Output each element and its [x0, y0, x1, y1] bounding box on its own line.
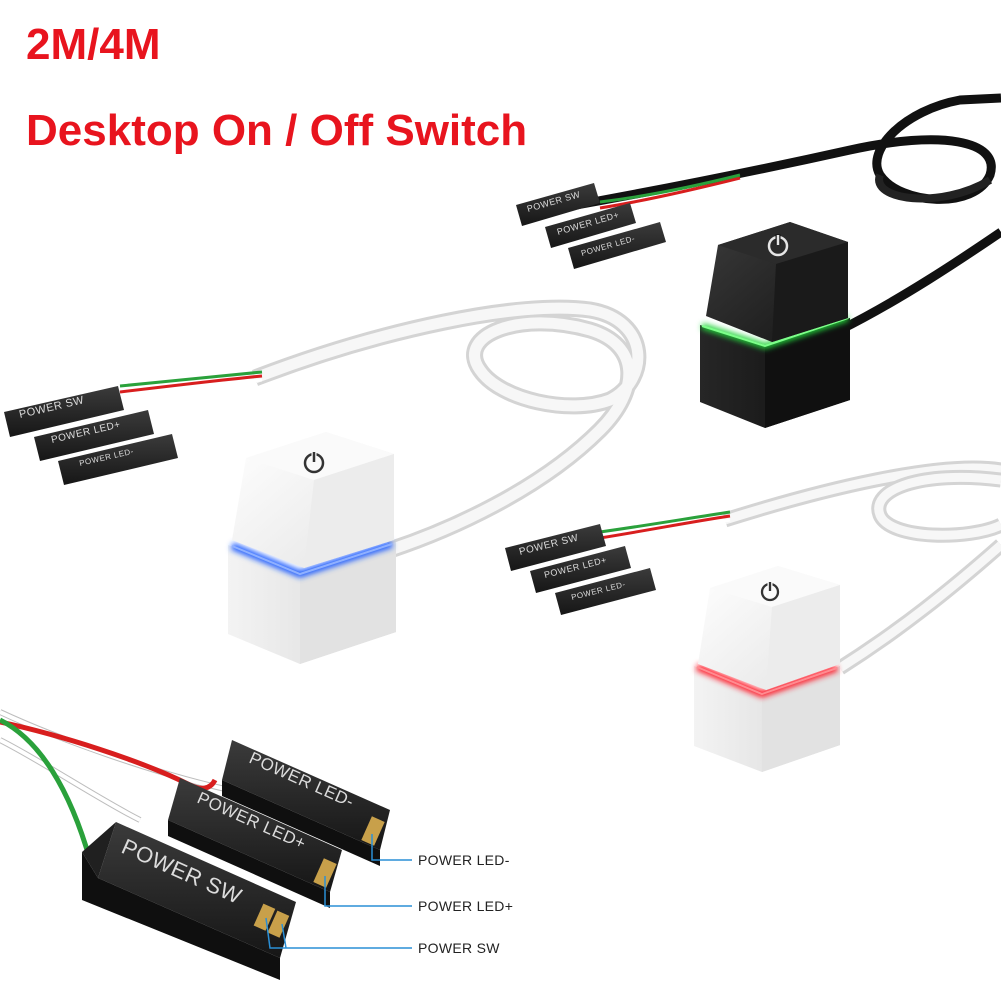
connector-closeup: POWER LED- POWER LED+ POWER SW — [0, 709, 412, 980]
callout-label-led-plus: POWER LED+ — [418, 898, 514, 914]
power-icon — [767, 234, 789, 257]
power-icon — [760, 581, 780, 602]
black-switch-connector-sw: POWER SW — [516, 183, 600, 226]
title-line-2: Desktop On / Off Switch — [26, 106, 528, 155]
red-switch-assembly: POWER SW POWER LED+ POWER LED- — [505, 460, 1001, 772]
power-icon — [303, 451, 325, 474]
callout-label-sw: POWER SW — [418, 940, 500, 956]
callout-label-led-minus: POWER LED- — [418, 852, 510, 868]
callout-lines — [265, 834, 412, 949]
blue-switch-assembly: POWER SW POWER LED+ POWER LED- — [4, 299, 647, 664]
red-switch-connector-led-minus: POWER LED- — [555, 568, 656, 615]
title-line-1: 2M/4M — [26, 20, 161, 69]
black-switch-assembly: POWER SW POWER LED+ POWER LED- — [516, 93, 1001, 428]
